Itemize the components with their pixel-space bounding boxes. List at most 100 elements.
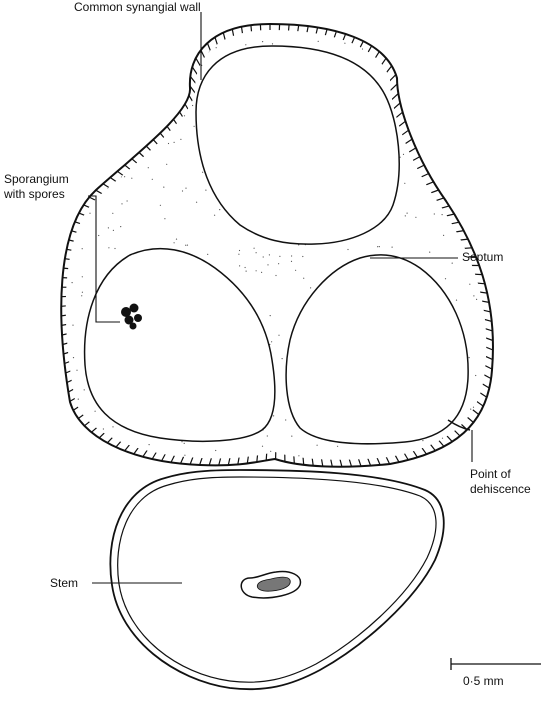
septum-stipple-dot <box>405 215 406 216</box>
septum-stipple-dot <box>80 104 81 105</box>
septum-stipple-dot <box>174 242 175 243</box>
septum-stipple-dot <box>108 247 109 248</box>
septum-stipple-dot <box>392 247 393 248</box>
septum-stipple-dot <box>127 133 128 134</box>
septum-stipple-dot <box>272 43 273 44</box>
septum-stipple-dot <box>202 172 203 173</box>
septum-stipple-dot <box>483 236 484 237</box>
septum-stipple-dot <box>108 227 109 228</box>
septum-stipple-dot <box>174 142 175 143</box>
septum-stipple-dot <box>97 92 98 93</box>
septum-stipple-dot <box>117 177 118 178</box>
septum-stipple-dot <box>481 194 482 195</box>
septum-stipple-dot <box>387 67 388 68</box>
septum-stipple-dot <box>81 129 82 130</box>
septum-stipple-dot <box>73 357 74 358</box>
septum-stipple-dot <box>403 154 404 155</box>
septum-stipple-dot <box>476 144 477 145</box>
septum-stipple-dot <box>139 40 140 41</box>
septum-stipple-dot <box>196 202 197 203</box>
septum-stipple-dot <box>486 219 487 220</box>
septum-stipple-dot <box>405 96 406 97</box>
septum-stipple-dot <box>407 213 408 214</box>
septum-stipple-dot <box>74 182 75 183</box>
septum-stipple-dot <box>119 115 120 116</box>
septum-stipple-dot <box>445 140 446 141</box>
septum-stipple-dot <box>401 97 402 98</box>
septum-stipple-dot <box>469 357 470 358</box>
septum-stipple-dot <box>71 450 72 451</box>
septum-stipple-dot <box>72 325 73 326</box>
septum-stipple-dot <box>465 103 466 104</box>
septum-stipple-dot <box>127 148 128 149</box>
septum-stipple-dot <box>239 250 240 251</box>
septum-stipple-dot <box>379 246 380 247</box>
label-sporangium-line1: Sporangium <box>4 172 69 187</box>
septum-stipple-dot <box>418 114 419 115</box>
septum-stipple-dot <box>445 278 446 279</box>
septum-stipple-dot <box>174 102 175 103</box>
septum-stipple-dot <box>98 235 99 236</box>
septum-stipple-dot <box>91 187 92 188</box>
septum-stipple-dot <box>121 203 122 204</box>
septum-stipple-dot <box>115 126 116 127</box>
septum-stipple-dot <box>469 284 470 285</box>
septum-stipple-dot <box>285 419 286 420</box>
septum-stipple-dot <box>185 188 186 189</box>
septum-stipple-dot <box>166 164 167 165</box>
septum-stipple-dot <box>478 74 479 75</box>
label-dehiscence-line2: dehiscence <box>470 482 531 497</box>
septum-stipple-dot <box>271 341 272 342</box>
septum-stipple-dot <box>424 157 425 158</box>
septum-stipple-dot <box>81 295 82 296</box>
septum-stipple-dot <box>478 273 479 274</box>
septum-stipple-dot <box>132 110 133 111</box>
septum-stipple-dot <box>239 265 240 266</box>
septum-stipple-dot <box>464 447 465 448</box>
septum-stipple-dot <box>269 254 270 255</box>
septum-stipple-dot <box>82 248 83 249</box>
septum-stipple-dot <box>107 455 108 456</box>
septum-stipple-dot <box>112 426 113 427</box>
septum-stipple-dot <box>267 435 268 436</box>
septum-stipple-dot <box>460 136 461 137</box>
septum-stipple-dot <box>391 75 392 76</box>
septum-stipple-dot <box>278 263 279 264</box>
septum-stipple-dot <box>114 66 115 67</box>
septum-stipple-dot <box>193 459 194 460</box>
septum-stipple-dot <box>219 209 220 210</box>
septum-stipple-dot <box>275 275 276 276</box>
septum-stipple-dot <box>468 40 469 41</box>
label-dehiscence-line1: Point of <box>470 467 531 482</box>
septum-stipple-dot <box>104 68 105 69</box>
septum-stipple-dot <box>95 411 96 412</box>
septum-stipple-dot <box>164 218 165 219</box>
septum-stipple-dot <box>468 178 469 179</box>
septum-stipple-dot <box>365 46 366 47</box>
septum-stipple-dot <box>180 139 181 140</box>
label-septum: Septum <box>462 250 503 265</box>
septum-stipple-dot <box>418 453 419 454</box>
septum-stipple-dot <box>89 213 90 214</box>
septum-stipple-dot <box>110 173 111 174</box>
septum-stipple-dot <box>474 83 475 84</box>
septum-stipple-dot <box>194 126 195 127</box>
septum-stipple-dot <box>262 446 263 447</box>
septum-stipple-dot <box>148 167 149 168</box>
label-sporangium-line2: with spores <box>4 187 69 202</box>
septum-stipple-dot <box>131 178 132 179</box>
septum-stipple-dot <box>93 147 94 148</box>
septum-stipple-dot <box>214 215 215 216</box>
septum-stipple-dot <box>118 142 119 143</box>
septum-stipple-dot <box>423 457 424 458</box>
septum-stipple-dot <box>238 254 239 255</box>
septum-stipple-dot <box>70 244 71 245</box>
septum-stipple-dot <box>99 133 100 134</box>
septum-stipple-dot <box>75 49 76 50</box>
septum-stipple-dot <box>143 60 144 61</box>
septum-stipple-dot <box>113 230 114 231</box>
septum-stipple-dot <box>424 101 425 102</box>
septum-stipple-dot <box>192 105 193 106</box>
septum-stipple-dot <box>75 142 76 143</box>
septum-stipple-dot <box>434 213 435 214</box>
